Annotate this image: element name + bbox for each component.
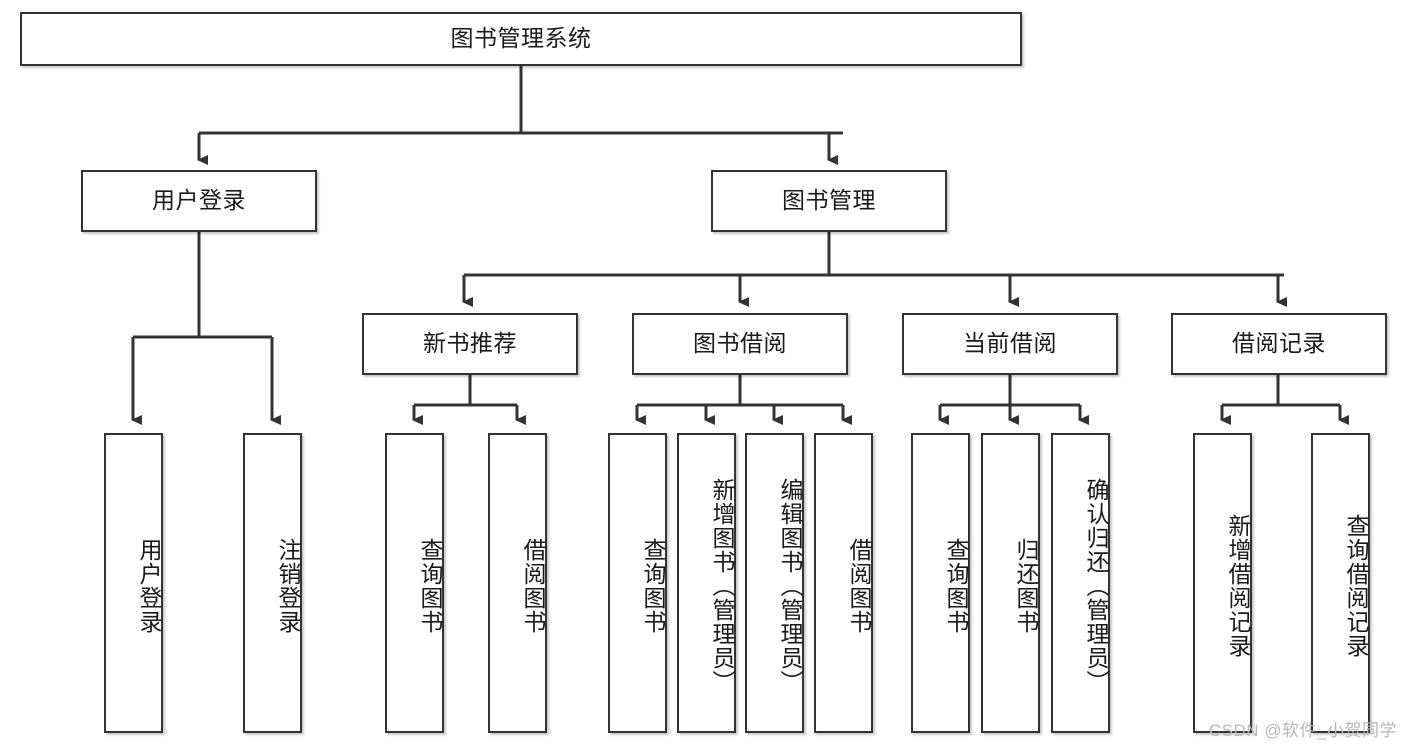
node-label: 当前借阅 xyxy=(963,330,1057,357)
leaf-current-return-book[interactable]: 归还图书 xyxy=(981,433,1040,733)
leaf-borrow-edit-book-admin[interactable]: 编辑图书（管理员） xyxy=(745,433,804,733)
node-label: 用户登录 xyxy=(152,187,246,214)
node-label: 借阅记录 xyxy=(1232,330,1326,357)
node-label: 图书管理 xyxy=(782,187,876,214)
leaf-record-add-record[interactable]: 新增借阅记录 xyxy=(1193,433,1252,733)
node-user-login[interactable]: 用户登录 xyxy=(81,170,317,232)
node-label: 借阅图书 xyxy=(846,538,872,634)
node-label: 查询图书 xyxy=(417,538,443,634)
node-label: 查询图书 xyxy=(640,538,666,634)
node-current-borrow[interactable]: 当前借阅 xyxy=(902,313,1118,375)
node-label: 图书管理系统 xyxy=(450,25,592,52)
leaf-borrow-add-book-admin[interactable]: 新增图书（管理员） xyxy=(677,433,736,733)
leaf-current-confirm-return-admin[interactable]: 确认归还（管理员） xyxy=(1051,433,1110,733)
node-label: 注销登录 xyxy=(275,538,301,634)
node-label: 新书推荐 xyxy=(423,330,517,357)
leaf-current-query-book[interactable]: 查询图书 xyxy=(911,433,970,733)
node-label: 借阅图书 xyxy=(520,538,546,634)
node-label: 用户登录 xyxy=(136,538,162,634)
leaf-borrow-query-book[interactable]: 查询图书 xyxy=(608,433,667,733)
leaf-user-login-signin[interactable]: 用户登录 xyxy=(104,433,163,733)
csdn-watermark: CSDN @软件_小贺同学 xyxy=(1208,721,1397,740)
node-book-borrow[interactable]: 图书借阅 xyxy=(632,313,848,375)
node-label: 查询图书 xyxy=(943,538,969,634)
node-root-system[interactable]: 图书管理系统 xyxy=(20,12,1022,66)
leaf-user-login-signout[interactable]: 注销登录 xyxy=(243,433,302,733)
node-label: 新增借阅记录 xyxy=(1225,514,1251,658)
leaf-recommend-query-book[interactable]: 查询图书 xyxy=(385,433,444,733)
node-new-book-recommend[interactable]: 新书推荐 xyxy=(362,313,578,375)
node-label: 查询借阅记录 xyxy=(1343,514,1369,658)
node-label: 图书借阅 xyxy=(693,330,787,357)
node-label: 新增图书（管理员） xyxy=(709,478,735,694)
leaf-record-query-record[interactable]: 查询借阅记录 xyxy=(1311,433,1370,733)
leaf-borrow-borrow-book[interactable]: 借阅图书 xyxy=(814,433,873,733)
node-book-management[interactable]: 图书管理 xyxy=(711,170,947,232)
node-label: 归还图书 xyxy=(1013,538,1039,634)
node-label: 确认归还（管理员） xyxy=(1083,478,1109,694)
node-label: 编辑图书（管理员） xyxy=(777,478,803,694)
node-borrow-record[interactable]: 借阅记录 xyxy=(1171,313,1387,375)
leaf-recommend-borrow-book[interactable]: 借阅图书 xyxy=(488,433,547,733)
